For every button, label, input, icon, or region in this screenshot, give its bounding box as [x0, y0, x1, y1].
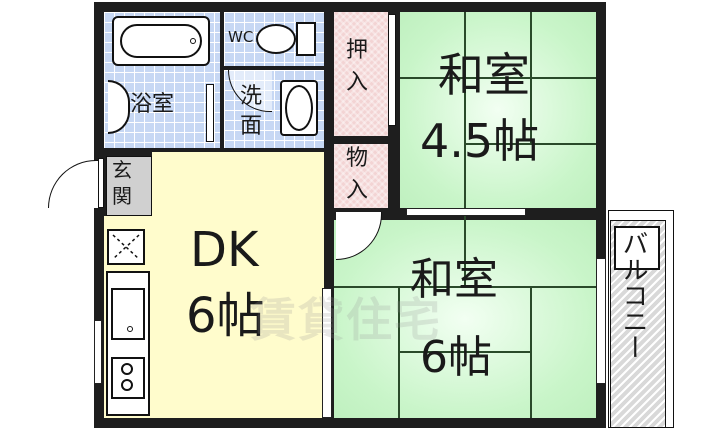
room-washitsu-4-5 — [400, 12, 596, 208]
bath-label: 浴室 — [130, 92, 175, 117]
kitchen-window — [94, 320, 102, 384]
room-oshiire — [334, 12, 388, 136]
washitsu1-size: 4.5帖 — [420, 114, 540, 168]
balcony-window[interactable] — [596, 258, 606, 384]
wc-label: WC — [228, 28, 254, 46]
refrigerator-space-icon — [107, 229, 145, 265]
monoire-label-1: 物 — [346, 146, 369, 171]
washbasin-icon — [280, 80, 318, 136]
evacuation-hatch-icon — [614, 226, 660, 270]
dk-label: DK — [190, 222, 259, 278]
washitsu2-label: 和室 — [410, 254, 498, 305]
balcony-label: バルコニー — [618, 230, 648, 360]
room-monoire — [334, 144, 388, 208]
monoire-label-2: 入 — [346, 178, 369, 203]
room-genkan — [106, 156, 152, 216]
dk-size: 6帖 — [186, 288, 265, 344]
oshiire-label-1: 押 — [346, 38, 369, 63]
washroom-label-2: 面 — [240, 114, 263, 139]
washroom-label-1: 洗 — [240, 84, 263, 109]
oshiire-label-2: 入 — [346, 70, 369, 95]
entrance-door[interactable] — [48, 160, 100, 208]
washitsu1-fusuma — [406, 208, 526, 216]
sink-icon — [111, 288, 145, 340]
dk-washitsu-sliding-door[interactable] — [322, 288, 332, 418]
toilet-icon — [256, 22, 316, 56]
genkan-label-2: 関 — [112, 184, 132, 208]
watermark: 賃貸住宅 — [250, 293, 442, 347]
washitsu1-label: 和室 — [438, 48, 530, 102]
room-dk — [152, 152, 324, 418]
bathtub-icon — [112, 16, 210, 66]
washitsu2-size: 6帖 — [420, 332, 492, 383]
stove-icon — [111, 357, 145, 399]
genkan-label-1: 玄 — [112, 158, 132, 182]
